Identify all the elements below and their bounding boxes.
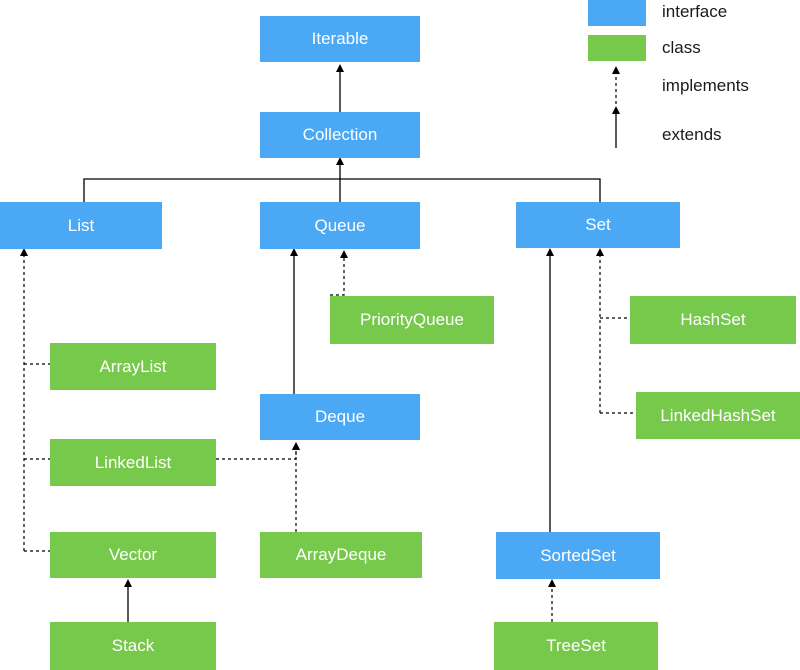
legend-interface-label: interface — [662, 2, 728, 21]
legend-class-label: class — [662, 38, 701, 57]
legend-interface-swatch — [588, 0, 646, 26]
node-queue: Queue — [260, 202, 420, 249]
edge-linkedlist-deque — [216, 442, 300, 460]
node-list: List — [0, 202, 162, 249]
edge-list-implementations — [20, 248, 50, 552]
legend-class-swatch — [588, 35, 646, 61]
node-arraydeque: ArrayDeque — [260, 532, 422, 578]
edge-priorityqueue-queue — [330, 250, 348, 296]
node-arraylist: ArrayList — [50, 343, 216, 390]
node-deque: Deque — [260, 394, 420, 440]
node-stack: Stack — [50, 622, 216, 670]
node-set: Set — [516, 202, 680, 248]
node-priorityqueue: PriorityQueue — [330, 296, 494, 344]
node-linkedhashset: LinkedHashSet — [636, 392, 800, 439]
node-linkedlist: LinkedList — [50, 439, 216, 486]
legend-implements-label: implements — [662, 76, 749, 95]
node-sortedset: SortedSet — [496, 532, 660, 579]
node-vector: Vector — [50, 532, 216, 578]
edge-bus-collection — [83, 157, 601, 202]
node-treeset: TreeSet — [494, 622, 658, 670]
node-hashset: HashSet — [630, 296, 796, 344]
node-iterable: Iterable — [260, 16, 420, 62]
legend-extends-label: extends — [662, 125, 722, 144]
node-collection: Collection — [260, 112, 420, 158]
edge-set-implementations — [596, 248, 636, 414]
